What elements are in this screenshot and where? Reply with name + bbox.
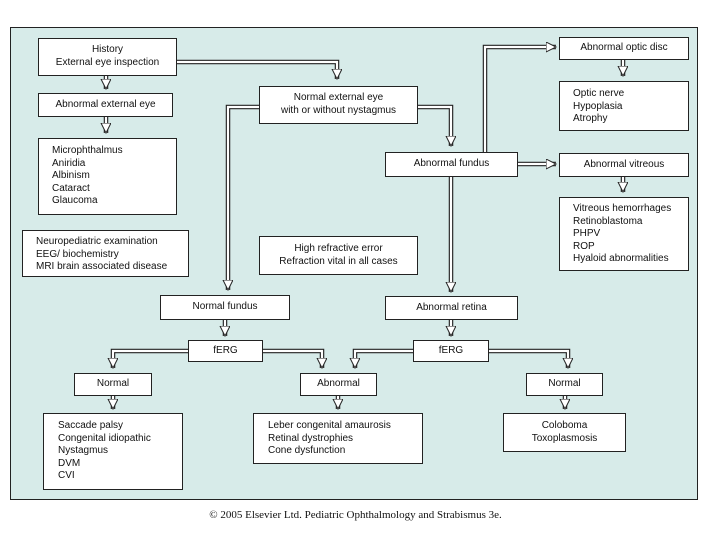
normal-fundus-label: Normal fundus	[192, 301, 258, 313]
list-item: PHPV	[573, 228, 601, 240]
abnormal-external-eye-box: Abnormal external eye	[38, 93, 173, 117]
copyright-caption: © 2005 Elsevier Ltd. Pediatric Ophthalmo…	[209, 509, 502, 521]
abnormal-vitreous-label: Abnormal vitreous	[583, 158, 665, 170]
saccade-findings-box: Saccade palsy Congenital idiopathic Nyst…	[43, 413, 183, 490]
ferg-left-box: fERG	[188, 340, 263, 362]
abnormal-retina-box: Abnormal retina	[385, 296, 518, 320]
normal-external-eye-box: Normal external eye with or without nyst…	[259, 86, 418, 124]
list-item: Leber congenital amaurosis	[268, 420, 391, 431]
list-item: Microphthalmus	[52, 145, 123, 156]
list-item: Vitreous hemorrhages	[573, 203, 672, 214]
list-item: Albinism	[52, 170, 90, 182]
ferg-right-label: fERG	[438, 344, 464, 356]
list-item: Coloboma	[541, 420, 588, 431]
list-item: Optic nerve	[573, 88, 625, 99]
abnormal-mid-box: Abnormal	[300, 373, 377, 396]
abnormal-fundus-label: Abnormal fundus	[413, 158, 490, 170]
list-item: EEG/ biochemistry	[36, 248, 119, 260]
normal-left-box: Normal	[74, 373, 152, 396]
list-item: Cataract	[52, 182, 90, 194]
refractive-line-2: Refraction vital in all cases	[279, 255, 398, 267]
normal-left-label: Normal	[96, 378, 130, 390]
abnormal-external-eye-label: Abnormal external eye	[55, 98, 156, 110]
ferg-left-label: fERG	[213, 344, 238, 356]
normal-fundus-box: Normal fundus	[160, 295, 290, 320]
list-item: ROP	[573, 240, 595, 252]
list-item: Retinoblastoma	[573, 215, 643, 227]
normal-right-label: Normal	[548, 378, 581, 390]
list-item: Glaucoma	[52, 195, 98, 207]
list-item: CVI	[58, 470, 75, 482]
normal-external-eye-line-2: with or without nystagmus	[280, 105, 397, 116]
list-item: Retinal dystrophies	[268, 432, 354, 444]
list-item: Toxoplasmosis	[531, 432, 598, 444]
external-findings-box: Microphthalmus Aniridia Albinism Catarac…	[38, 138, 177, 215]
abnormal-optic-disc-label: Abnormal optic disc	[580, 42, 668, 54]
optic-findings-box: Optic nerve Hypoplasia Atrophy	[559, 81, 689, 131]
list-item: Hyaloid abnormalities	[573, 253, 669, 265]
refractive-box: High refractive error Refraction vital i…	[259, 236, 418, 275]
abnormal-mid-label: Abnormal	[317, 378, 360, 390]
list-item: Neuropediatric examination	[36, 236, 158, 247]
list-item: Atrophy	[573, 113, 608, 125]
normal-external-eye-line-1: Normal external eye	[293, 92, 384, 104]
list-item: DVM	[58, 457, 81, 469]
coloboma-findings-box: Coloboma Toxoplasmosis	[503, 413, 626, 452]
list-item: Aniridia	[52, 157, 86, 169]
abnormal-vitreous-box: Abnormal vitreous	[559, 153, 689, 177]
abnormal-fundus-box: Abnormal fundus	[385, 152, 518, 177]
list-item: Congenital idiopathic	[58, 432, 151, 444]
list-item: Hypoplasia	[573, 100, 623, 112]
vitreous-findings-box: Vitreous hemorrhages Retinoblastoma PHPV…	[559, 197, 689, 271]
normal-right-box: Normal	[526, 373, 603, 396]
leber-findings-box: Leber congenital amaurosis Retinal dystr…	[253, 413, 423, 464]
history-line-1: History	[91, 44, 124, 56]
abnormal-optic-disc-box: Abnormal optic disc	[559, 37, 689, 60]
list-item: Saccade palsy	[58, 420, 124, 431]
ferg-right-box: fERG	[413, 340, 489, 362]
refractive-line-1: High refractive error	[294, 242, 383, 254]
list-item: Nystagmus	[58, 445, 109, 457]
history-line-2: External eye inspection	[55, 57, 160, 68]
abnormal-retina-label: Abnormal retina	[416, 301, 487, 313]
list-item: MRI brain associated disease	[36, 261, 168, 273]
history-box: History External eye inspection	[38, 38, 177, 76]
list-item: Cone dysfunction	[268, 445, 346, 457]
neuro-box: Neuropediatric examination EEG/ biochemi…	[22, 230, 189, 277]
